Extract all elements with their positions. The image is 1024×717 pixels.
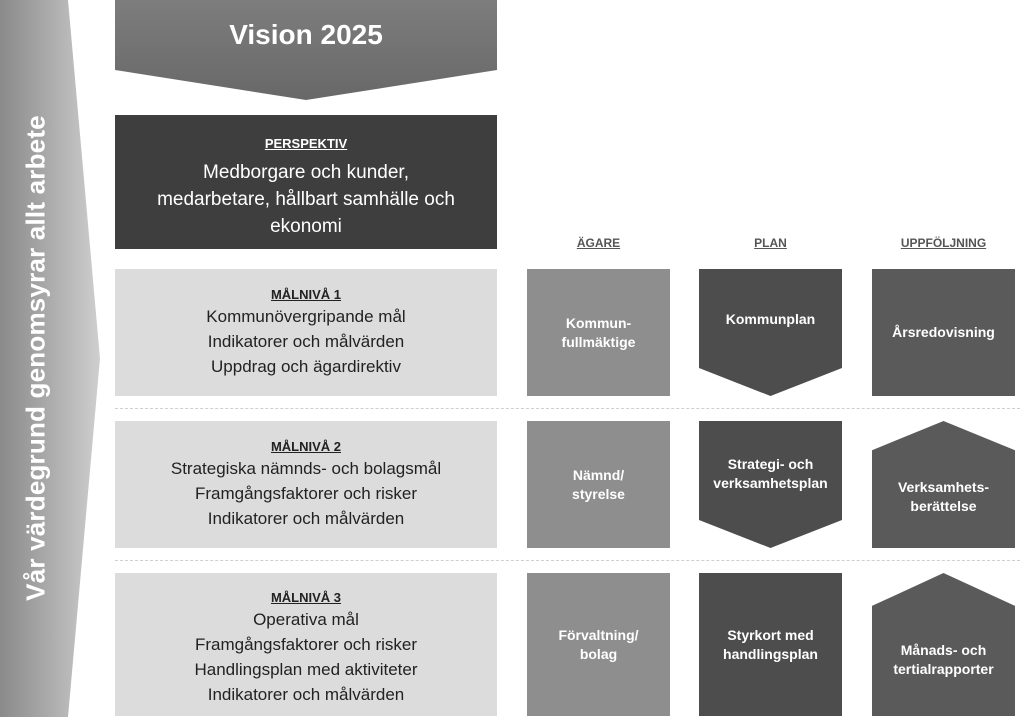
level-3-plan-line: Styrkort med xyxy=(727,626,814,643)
level-3-plan-line: handlingsplan xyxy=(723,645,818,662)
level-1-box: MÅLNIVÅ 1 Kommunövergripande mål Indikat… xyxy=(115,269,497,396)
level-1-owner-box: Kommun-fullmäktige xyxy=(527,269,670,396)
level-1-plan-line: Kommunplan xyxy=(725,311,816,327)
level-2-follow-up-pentagon: Verksamhets-berättelse xyxy=(872,421,1015,548)
level-2-line: Indikatorer och målvärden xyxy=(207,509,405,528)
level-3-line: Handlingsplan med aktiviteter xyxy=(194,660,418,679)
level-3-heading: MÅLNIVÅ 3 xyxy=(270,590,342,605)
level-2-plan-line: verksamhetsplan xyxy=(713,474,828,491)
level-3-owner-line: bolag xyxy=(579,645,618,662)
level-2-follow-up-line: Verksamhets- xyxy=(897,478,990,495)
level-3-follow-up-pentagon: Månads- och tertialrapporter xyxy=(872,573,1015,716)
column-header-plan: PLAN xyxy=(754,236,787,250)
perspective-text: Medborgare och kunder, medarbetare, håll… xyxy=(115,159,497,240)
perspective-box: PERSPEKTIV Medborgare och kunder, medarb… xyxy=(115,115,497,249)
level-3-owner-box: Förvaltning/bolag xyxy=(527,573,670,716)
level-1-line: Indikatorer och målvärden xyxy=(207,332,405,351)
perspective-heading: PERSPEKTIV xyxy=(264,136,348,151)
level-2-plan-line: Strategi- och xyxy=(727,455,814,472)
level-3-line: Operativa mål xyxy=(253,610,359,629)
column-header-follow-up: UPPFÖLJNING xyxy=(900,236,987,250)
level-2-follow-up-line: berättelse xyxy=(910,497,977,514)
level-2-box: MÅLNIVÅ 2 Strategiska nämnds- och bolags… xyxy=(115,421,497,548)
level-2-owner-line: Nämnd/ xyxy=(572,466,625,483)
level-1-line: Uppdrag och ägardirektiv xyxy=(211,357,401,376)
level-2-owner-box: Nämnd/styrelse xyxy=(527,421,670,548)
level-divider xyxy=(115,408,1020,409)
level-1-plan-chevron: Kommunplan xyxy=(699,269,842,396)
level-3-owner-line: Förvaltning/ xyxy=(558,626,639,643)
level-2-plan-chevron: Strategi- och verksamhetsplan xyxy=(699,421,842,548)
level-3-box: MÅLNIVÅ 3 Operativa mål Framgångsfaktore… xyxy=(115,573,497,716)
values-side-text: Vår värdegrund genomsyrar allt arbete xyxy=(20,115,51,601)
vision-chevron: Vision 2025 xyxy=(115,0,497,100)
perspective-line: ekonomi xyxy=(270,216,342,237)
level-1-owner-line: Kommun- xyxy=(565,314,632,331)
level-1-follow-up-box: Årsredovisning xyxy=(872,269,1015,396)
vision-title: Vision 2025 xyxy=(229,19,383,50)
level-1-owner-line: fullmäktige xyxy=(561,333,636,350)
level-2-line: Framgångsfaktorer och risker xyxy=(194,484,418,503)
level-1-heading: MÅLNIVÅ 1 xyxy=(270,287,342,302)
level-2-owner-line: styrelse xyxy=(572,485,625,502)
column-header-owner: ÄGARE xyxy=(576,236,621,250)
level-2-line: Strategiska nämnds- och bolagsmål xyxy=(170,459,442,478)
level-2-heading: MÅLNIVÅ 2 xyxy=(270,439,342,454)
level-1-follow-up-line: Årsredovisning xyxy=(892,324,995,340)
level-divider xyxy=(115,560,1020,561)
level-3-line: Indikatorer och målvärden xyxy=(207,685,405,704)
level-3-line: Framgångsfaktorer och risker xyxy=(194,635,418,654)
level-1-line: Kommunövergripande mål xyxy=(206,307,406,326)
level-3-follow-up-line: tertialrapporter xyxy=(893,660,994,677)
perspective-line: Medborgare och kunder, xyxy=(203,162,409,183)
level-3-follow-up-line: Månads- och xyxy=(900,641,987,658)
level-3-plan-box: Styrkort med handlingsplan xyxy=(699,573,842,716)
perspective-line: medarbetare, hållbart samhälle och xyxy=(157,189,455,210)
